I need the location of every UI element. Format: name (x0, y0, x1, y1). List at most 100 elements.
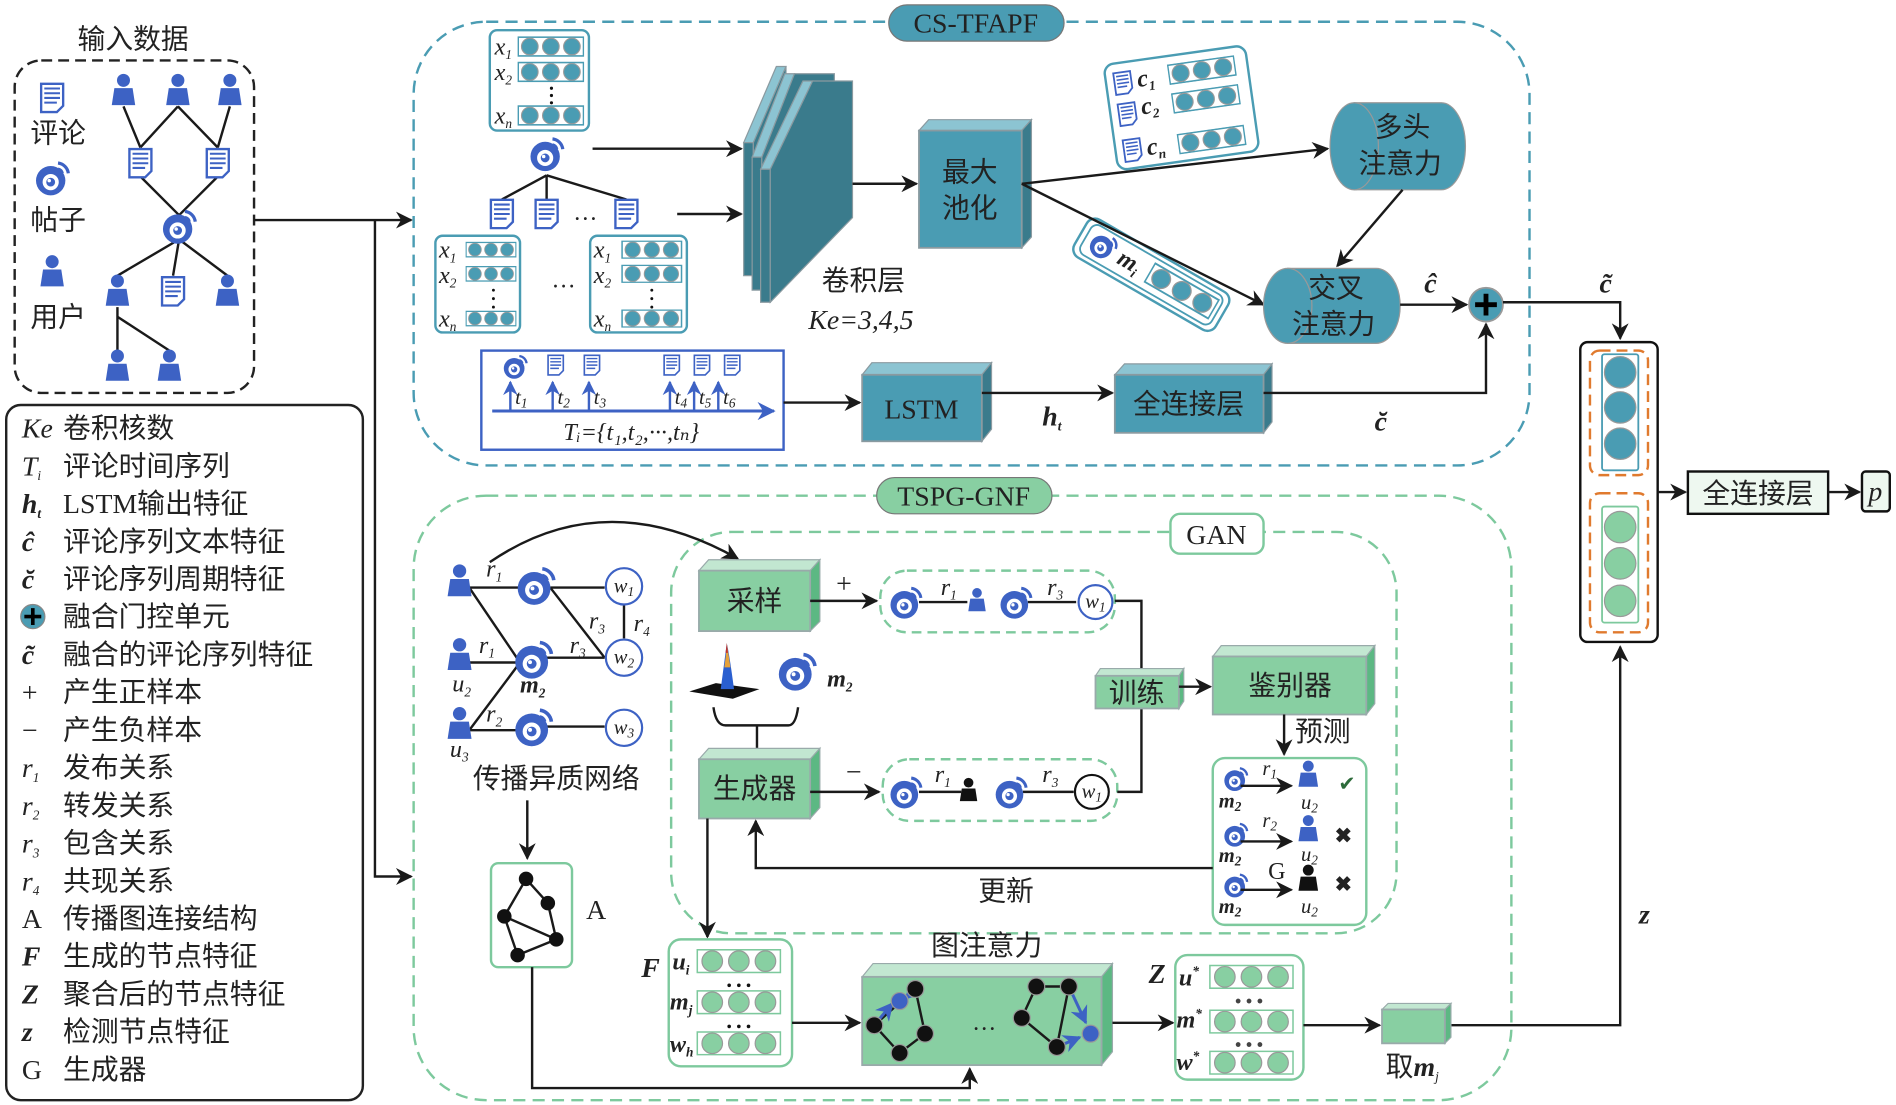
svg-text:最大: 最大 (942, 157, 998, 188)
svg-text:r4: r4 (634, 610, 650, 639)
comment-feature-vectors: c1 c2 cn (1103, 45, 1260, 171)
adjacency-graph (489, 861, 574, 969)
legend-description: 生成的节点特征 (63, 942, 258, 973)
svg-text:r3: r3 (1047, 574, 1063, 603)
prediction-label: p (1866, 477, 1882, 508)
negative-sample-path: r1 r3 w1 (881, 758, 1119, 823)
wrong-icon: ✖ (1335, 874, 1352, 896)
input-data-panel: 输入数据 评论 帖子 用户 (13, 24, 256, 395)
legend-description: 共现关系 (63, 866, 174, 897)
user-icon (218, 73, 242, 106)
svg-text:r3: r3 (1042, 761, 1058, 790)
svg-text:xn: xn (593, 305, 612, 334)
svg-text:w1: w1 (1082, 781, 1102, 805)
legend-description: 包含关系 (63, 829, 174, 860)
prediction-output (1860, 470, 1891, 513)
weibo-post-icon (161, 209, 197, 246)
svg-text:w1: w1 (614, 575, 634, 599)
comment-icon (534, 198, 559, 230)
detection-feature-label: z (1638, 900, 1650, 931)
lstm-output-label: ht (1042, 402, 1062, 434)
take-mj-label: 取mj (1386, 1052, 1439, 1084)
svg-text:cn: cn (1145, 132, 1167, 163)
legend-description: 检测节点特征 (63, 1017, 230, 1048)
legend-description: 卷积核数 (63, 414, 174, 445)
comment-icon (614, 198, 639, 230)
svg-text:注意力: 注意力 (1292, 310, 1375, 341)
legend-description: 评论时间序列 (63, 451, 230, 482)
legend-symbol: A (22, 904, 42, 935)
legend-symbol: c̃ (22, 640, 36, 671)
time-point-label: t3 (594, 387, 607, 411)
tspg-gnf-module: TSPG-GNF GAN w1 w2 w3 r1 r1 r2 r3 r3 r4 … (412, 476, 1513, 1102)
aggregated-node-features: Z u* m* w* (1148, 953, 1305, 1081)
legend-symbol: r4 (22, 866, 40, 898)
svg-text:交叉: 交叉 (1308, 273, 1364, 304)
legend-symbol: − (22, 715, 38, 746)
legend-description: 聚合后的节点特征 (63, 979, 285, 1010)
svg-text:w3: w3 (614, 717, 635, 741)
svg-text:r1: r1 (479, 632, 495, 661)
legend-symbol: Z (21, 979, 39, 1010)
svg-text:u3: u3 (450, 736, 469, 765)
legend-symbol: G (22, 1055, 42, 1086)
svg-text:r3: r3 (570, 632, 586, 661)
legend-symbol: ht (22, 489, 42, 521)
svg-text:鉴别器: 鉴别器 (1248, 671, 1332, 702)
user-icon (105, 274, 130, 306)
user-label: 用户 (30, 302, 86, 333)
svg-text:Z: Z (1148, 959, 1166, 990)
comment-label: 评论 (30, 119, 86, 150)
user-icon (111, 73, 136, 106)
sampling-block: 采样 (697, 558, 822, 633)
legend-description: 融合门控单元 (63, 602, 230, 633)
comment-icon (39, 82, 65, 114)
generator-g-label: G (1268, 858, 1285, 885)
legend-description: 评论序列周期特征 (63, 565, 285, 596)
time-point-label: t4 (675, 387, 688, 411)
svg-text:训练: 训练 (1109, 678, 1165, 709)
output-fc-label: 全连接层 (1702, 479, 1813, 510)
svg-text:…: … (972, 1009, 996, 1036)
adjacency-label: A (586, 895, 606, 926)
cross-attention: 交叉 注意力 (1262, 267, 1401, 344)
svg-text:r1: r1 (1262, 758, 1277, 782)
svg-text:注意力: 注意力 (1358, 149, 1441, 180)
svg-text:c1: c1 (1135, 64, 1156, 95)
text-feature-label: ĉ (1424, 269, 1437, 300)
user-icon (166, 73, 190, 106)
comment-icon (489, 198, 515, 230)
prediction-results: r1 ✔ m2 u2 r2 ✖ m2 u2 G ✖ m2 u2 (1211, 756, 1368, 927)
svg-text:u2: u2 (1301, 792, 1318, 816)
legend-symbol: + (22, 678, 38, 709)
svg-text:u2: u2 (1301, 844, 1318, 868)
multi-head-attention: 多头 注意力 (1329, 102, 1466, 191)
max-pooling-block: 最大 池化 (917, 118, 1033, 250)
predict-label: 预测 (1295, 717, 1351, 748)
svg-text:x1: x1 (593, 237, 611, 266)
time-point-label: t1 (515, 387, 527, 411)
legend-symbol: r2 (22, 791, 40, 823)
generated-node-features: F ui mj wh (640, 938, 794, 1068)
legend-description: 转发关系 (63, 791, 174, 822)
legend-symbol: r3 (22, 829, 40, 861)
svg-text:x2: x2 (593, 262, 612, 291)
legend-symbol: r1 (22, 753, 39, 785)
svg-text:m2: m2 (1219, 791, 1242, 815)
take-post-feature-block: 取mj (1380, 1001, 1453, 1084)
cs-tfapf-module: CS-TFAPF x1 x2 xn … x1 x2 xn … x1 x2 xn (412, 4, 1531, 467)
propagation-heterogeneous-network: w1 w2 w3 r1 r1 r2 r3 r3 r4 u2 m2 u3 (447, 556, 650, 765)
svg-text:u*: u* (1179, 964, 1199, 992)
svg-text:mj: mj (670, 988, 693, 1017)
weibo-post-icon (777, 652, 817, 693)
svg-text:多头: 多头 (1375, 113, 1431, 144)
legend-description: 产生正样本 (63, 678, 202, 709)
kernel-size-label: Ke=3,4,5 (807, 305, 913, 336)
concatenated-feature-stack (1579, 340, 1659, 644)
svg-text:u2: u2 (1301, 896, 1318, 920)
svg-text:r3: r3 (589, 608, 605, 637)
svg-text:r1: r1 (935, 761, 951, 790)
svg-text:生成器: 生成器 (713, 774, 797, 805)
post-label: 帖子 (30, 206, 86, 237)
